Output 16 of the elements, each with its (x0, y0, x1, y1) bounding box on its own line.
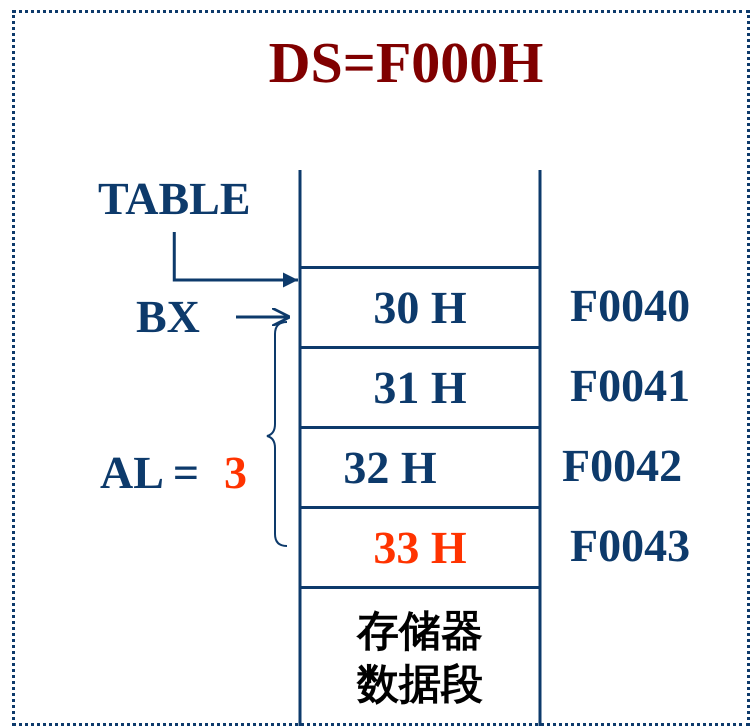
byte-value: 33 H (373, 521, 467, 574)
byte-value: 30 H (373, 281, 467, 334)
address-label: F0043 (570, 523, 690, 569)
address-label: F0040 (570, 283, 690, 329)
address-label: F0041 (570, 363, 690, 409)
register-label: AL = (100, 450, 200, 496)
arrow (172, 232, 298, 288)
pointer-label: BX (136, 294, 236, 340)
byte-value: 32 H (343, 441, 437, 494)
title: DS=F000H (268, 34, 544, 92)
pointer-label: TABLE (98, 176, 251, 222)
byte-value: 31 H (373, 361, 467, 414)
address-label: F0042 (562, 443, 682, 489)
segment-caption: 存储器数据段 (355, 605, 484, 710)
register-value: 3 (224, 450, 247, 496)
arrow (236, 306, 292, 328)
